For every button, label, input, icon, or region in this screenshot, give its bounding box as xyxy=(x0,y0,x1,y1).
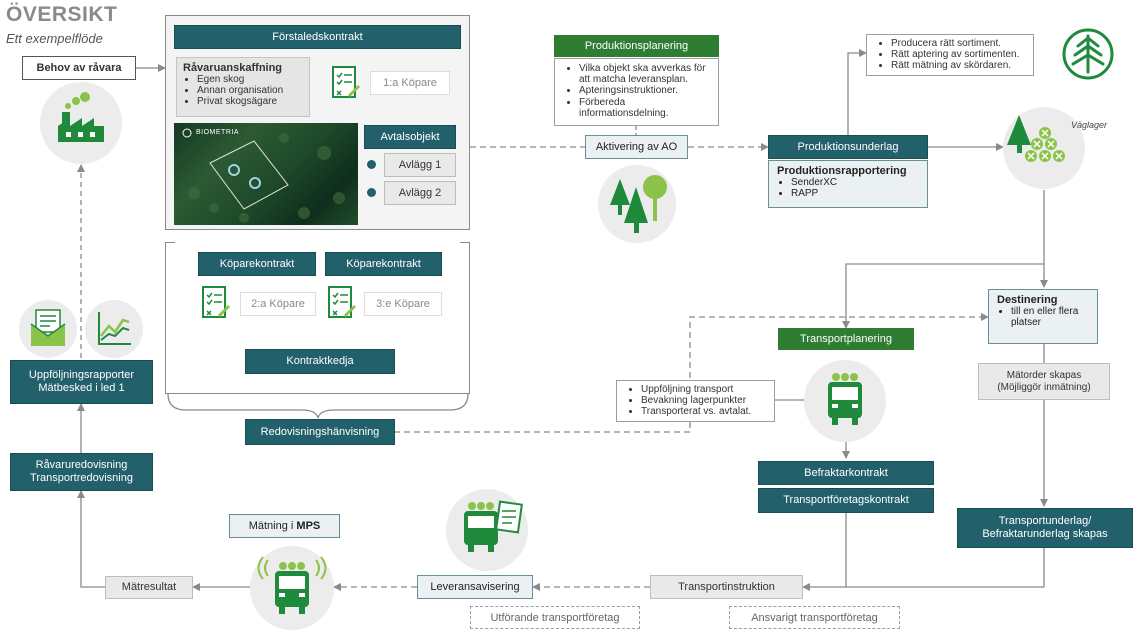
transportinstruktion-box: Transportinstruktion xyxy=(650,575,803,599)
avlagg-2: Avlägg 2 xyxy=(384,181,456,205)
truck-document-icon xyxy=(446,489,528,571)
list-item: Vilka objekt ska avverkas för att matcha… xyxy=(579,63,712,85)
contract-document-icon xyxy=(200,285,232,321)
page-title: ÖVERSIKT xyxy=(6,3,118,26)
list-item: SenderXC xyxy=(791,177,919,188)
destinering-title: Destinering xyxy=(997,294,1058,306)
kontraktkedja-box: Kontraktkedja xyxy=(245,349,395,374)
destinering-box: Destinering till en eller flera platser xyxy=(988,289,1098,344)
list-item: RAPP xyxy=(791,188,919,199)
ravaruanskaffning-list: Egen skog Annan organisation Privat skog… xyxy=(183,74,303,108)
matning-mps: MPS xyxy=(296,520,321,532)
factory-icon xyxy=(40,82,122,164)
produktionsrapportering-box: Produktionsrapportering SenderXC RAPP xyxy=(768,160,928,208)
avlagg-1-dot xyxy=(367,160,376,169)
aktivering-av-ao-box: Aktivering av AO xyxy=(585,135,688,159)
produktionsplanering-list-box: Vilka objekt ska avverkas för att matcha… xyxy=(554,58,719,126)
produktionsrapportering-title: Produktionsrapportering xyxy=(777,165,907,177)
matning-prefix: Mätning i xyxy=(248,520,297,532)
produktionsunderlag-box: Produktionsunderlag xyxy=(768,135,928,159)
uppfoljningsrapporter-box: Uppföljningsrapporter Mätbesked i led 1 xyxy=(10,360,153,404)
matorder-box: Mätorder skapas (Möjliggör inmätning) xyxy=(978,363,1110,400)
kopare-1-label: 1:a Köpare xyxy=(370,71,450,95)
produktionsrapportering-list: SenderXC RAPP xyxy=(777,177,919,199)
transportunderlag-box: Transportunderlag/ Befraktarunderlag ska… xyxy=(957,508,1133,548)
avlagg-1: Avlägg 1 xyxy=(384,153,456,177)
koparekontrakt-b: Köparekontrakt xyxy=(325,252,442,276)
behov-av-ravara-box: Behov av råvara xyxy=(22,56,136,80)
matning-i-mps-box: Mätning i MPS xyxy=(229,514,340,538)
avlagg-2-dot xyxy=(367,188,376,197)
produktion-goals-list-box: Producera rätt sortiment. Rätt aptering … xyxy=(866,34,1034,76)
list-item: Producera rätt sortiment. xyxy=(891,38,1027,49)
utforande-transportforetag-box: Utförande transportföretag xyxy=(470,606,640,629)
transportplanering-header: Transportplanering xyxy=(778,328,914,350)
kopare-3-label: 3:e Köpare xyxy=(364,292,442,316)
forstaledskontrakt-header: Förstaledskontrakt xyxy=(174,25,461,49)
list-item: till en eller flera platser xyxy=(1011,306,1089,328)
list-item: Uppföljning transport xyxy=(641,384,768,395)
forest-trees-icon xyxy=(598,165,676,243)
transportforetagskontrakt-box: Transportföretagskontrakt xyxy=(758,488,934,513)
list-item: Bevakning lagerpunkter xyxy=(641,395,768,406)
ravaruanskaffning-box: Råvaruanskaffning Egen skog Annan organi… xyxy=(176,57,310,117)
biometria-tree-logo-icon xyxy=(1062,28,1114,80)
avtalsobjekt-header: Avtalsobjekt xyxy=(364,125,456,149)
produktionsplanering-header: Produktionsplanering xyxy=(554,35,719,57)
list-item: Egen skog xyxy=(197,74,303,85)
vaglager-label: Väglager xyxy=(1071,120,1108,130)
ansvarigt-transportforetag-box: Ansvarigt transportföretag xyxy=(729,606,900,629)
biometria-logo-text: BIOMETRIA xyxy=(196,129,240,136)
list-item: Annan organisation xyxy=(197,85,303,96)
produktionsplanering-list: Vilka objekt ska avverkas för att matcha… xyxy=(565,63,712,119)
vaglager-log-pile-icon xyxy=(1003,107,1085,189)
contract-document-icon xyxy=(330,65,362,101)
forest-map-image: BIOMETRIA xyxy=(174,123,358,225)
transport-followup-list-box: Uppföljning transport Bevakning lagerpun… xyxy=(616,380,775,422)
ravaruredovisning-box: Råvaruredovisning Transportredovisning xyxy=(10,453,153,491)
produktion-goals-list: Producera rätt sortiment. Rätt aptering … xyxy=(877,38,1027,72)
truck-icon xyxy=(804,360,886,442)
list-item: Förbereda informationsdelning. xyxy=(579,97,712,119)
leveransavisering-box: Leveransavisering xyxy=(417,575,533,599)
list-item: Rätt aptering av sortimenten. xyxy=(891,49,1027,60)
list-item: Transporterat vs. avtalat. xyxy=(641,406,768,417)
email-report-icon xyxy=(19,300,77,358)
page-subtitle: Ett exempelflöde xyxy=(6,31,103,46)
contract-document-icon xyxy=(326,285,358,321)
kopare-2-label: 2:a Köpare xyxy=(240,292,316,316)
befraktarkontrakt-box: Befraktarkontrakt xyxy=(758,461,934,485)
measurement-truck-icon xyxy=(250,546,334,630)
redovisningshanvisning-box: Redovisningshänvisning xyxy=(245,419,395,445)
list-item: Privat skogsägare xyxy=(197,96,303,107)
ravaruanskaffning-title: Råvaruanskaffning xyxy=(183,62,283,74)
matresultat-box: Mätresultat xyxy=(105,576,193,599)
transport-followup-list: Uppföljning transport Bevakning lagerpun… xyxy=(627,384,768,418)
list-item: Apteringsinstruktioner. xyxy=(579,85,712,96)
list-item: Rätt mätning av skördaren. xyxy=(891,60,1027,71)
destinering-list: till en eller flera platser xyxy=(997,306,1089,328)
koparekontrakt-a: Köparekontrakt xyxy=(198,252,316,276)
line-chart-icon xyxy=(85,300,143,358)
